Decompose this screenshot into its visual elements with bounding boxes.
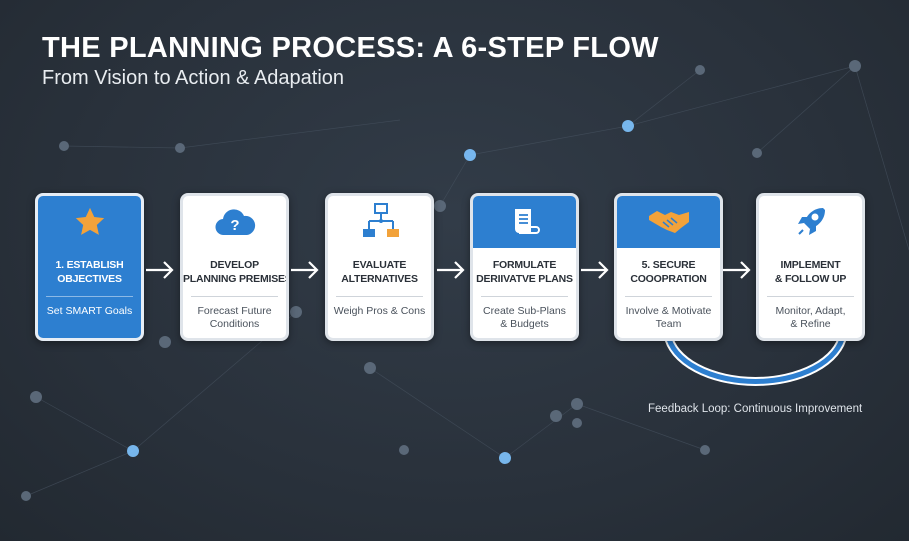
step-title: 5. SECURE [641, 259, 696, 271]
divider [481, 296, 568, 297]
handshake-icon [648, 211, 689, 233]
step-card-2: ? DEVELOP PLANNING PREMISES Forecast Futu… [180, 193, 289, 341]
step-card-6: IMPLEMENT & FOLLOW UP Monitor, Adapt,& Re… [756, 193, 865, 341]
arrow-right-icon [437, 261, 465, 279]
divider [336, 296, 423, 297]
step-title: PLANNING PREMISES [183, 273, 289, 285]
divider [767, 296, 854, 297]
step-description: Conditions [209, 318, 260, 330]
divider [191, 296, 278, 297]
rocket-icon [797, 208, 825, 235]
step-description: Forecast Future [197, 305, 272, 317]
step-title: & FOLLOW UP [774, 273, 847, 285]
step-description: & Budgets [500, 318, 549, 330]
arrow-right-icon [146, 261, 174, 279]
step-description: & Refine [790, 318, 831, 330]
svg-text:?: ? [230, 217, 239, 234]
document-scroll-icon [514, 209, 540, 234]
step-description: Weigh Pros & Cons [333, 305, 426, 317]
step-description: Involve & Motivate [625, 305, 712, 317]
feedback-loop-arc [665, 334, 846, 384]
step-title: DEVELOP [210, 259, 259, 271]
flowchart-icon [362, 203, 399, 237]
page-subtitle: From Vision to Action & Adapation [42, 67, 345, 89]
arrow-right-icon [581, 261, 609, 279]
step-title: OBJECTIVES [57, 273, 122, 285]
step-title: EVALUATE [352, 259, 407, 271]
divider [625, 296, 712, 297]
star-icon [75, 207, 104, 235]
feedback-loop-label: Feedback Loop: Continuous Improvement [648, 403, 863, 415]
step-description: Create Sub-Plans [483, 305, 566, 317]
step-title: IMPLEMENT [780, 259, 841, 271]
step-description: Monitor, Adapt, [775, 305, 846, 317]
step-title: ALTERNATIVES [341, 273, 418, 285]
step-card-3: EVALUATE ALTERNATIVES Weigh Pros & Cons [325, 193, 434, 341]
page-title: THE PLANNING PROCESS: A 6-STEP FLOW [42, 32, 659, 64]
step-title: FORMULATE [492, 259, 557, 271]
step-card-1: 1. ESTABLISH OBJECTIVES Set SMART Goals [35, 193, 144, 341]
step-title: COOOPRATION [630, 273, 707, 285]
arrow-right-icon [723, 261, 751, 279]
feedback-loop-arc-outline [663, 334, 848, 386]
step-description: Set SMART Goals [46, 305, 133, 317]
step-title: 1. ESTABLISH [55, 259, 124, 271]
divider [46, 296, 133, 297]
step-description: Team [655, 318, 682, 330]
step-card-4: FORMULATE DERIIVATVE PLANS Create Sub-Pla… [470, 193, 579, 341]
cloud-question-icon: ? [214, 209, 255, 236]
arrow-right-icon [291, 261, 319, 279]
step-title: DERIIVATVE PLANS [476, 273, 573, 285]
